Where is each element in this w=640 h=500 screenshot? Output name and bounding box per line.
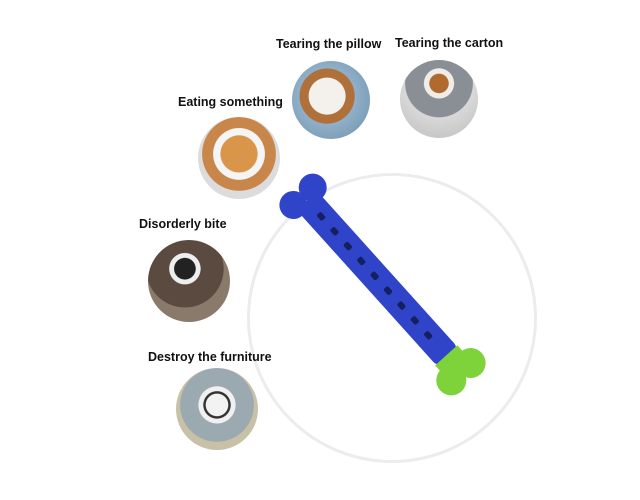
bone-top-end bbox=[279, 173, 327, 220]
photo-tearing-pillow bbox=[292, 61, 370, 139]
product-circle bbox=[247, 173, 537, 463]
label-disorderly-bite: Disorderly bite bbox=[139, 217, 227, 231]
photo-destroy-furniture bbox=[176, 368, 258, 450]
label-destroy-furniture: Destroy the furniture bbox=[148, 350, 272, 364]
photo-eating-something bbox=[198, 117, 280, 199]
bone-bottom-end bbox=[435, 345, 486, 396]
bone-grooves bbox=[317, 212, 433, 340]
label-eating-something: Eating something bbox=[178, 95, 283, 109]
photo-disorderly-bite bbox=[148, 240, 230, 322]
photo-tearing-carton bbox=[400, 60, 478, 138]
label-tearing-carton: Tearing the carton bbox=[395, 36, 504, 50]
label-tearing-pillow: Tearing the pillow bbox=[276, 37, 382, 51]
